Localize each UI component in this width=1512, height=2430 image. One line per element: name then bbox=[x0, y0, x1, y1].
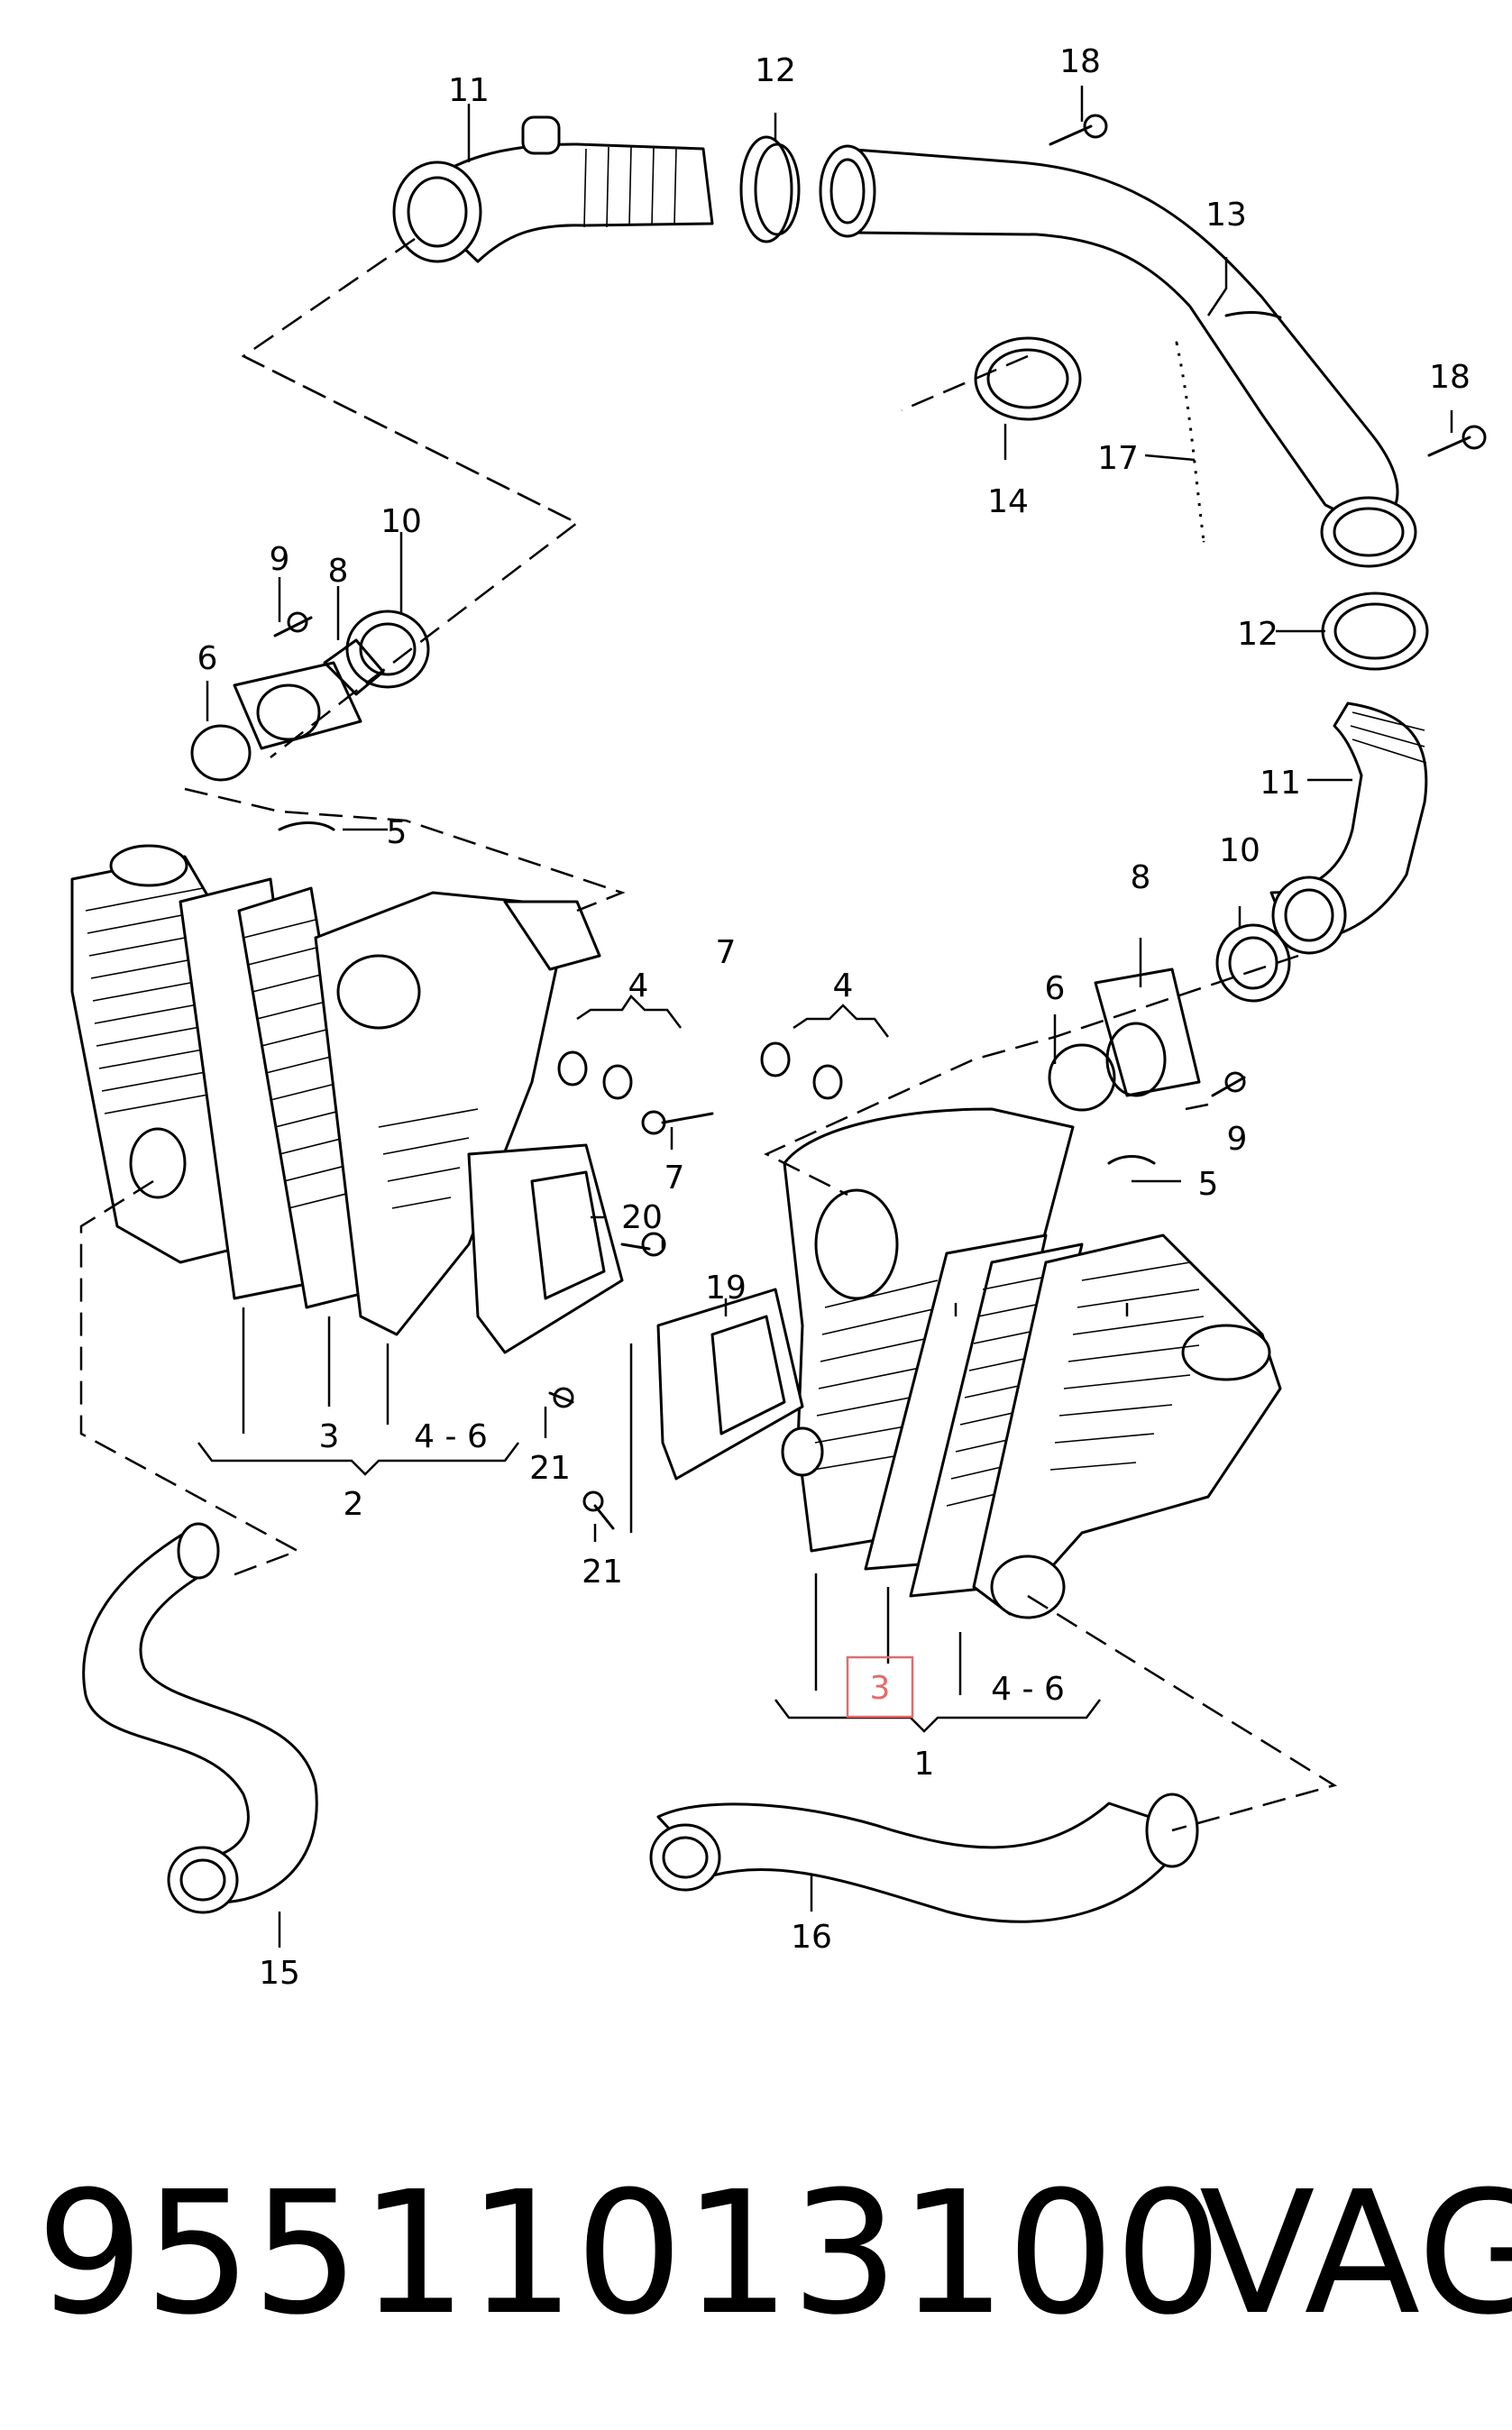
vacuum-hose-17 bbox=[1171, 341, 1209, 543]
callout-labels: 11 12 18 13 18 17 14 12 11 10 9 8 6 5 4 … bbox=[197, 43, 1471, 1992]
callout-7-bottom: 7 bbox=[664, 1160, 685, 1197]
hose-15 bbox=[82, 1522, 318, 1914]
callout-9-right: 9 bbox=[1227, 1121, 1248, 1158]
callout-7-top: 7 bbox=[716, 934, 737, 971]
hose-16 bbox=[649, 1793, 1199, 1923]
hose-clamp-12-top bbox=[739, 135, 801, 243]
bracket-19 bbox=[656, 1288, 804, 1481]
callout-range-left: 4 - 6 bbox=[414, 1418, 488, 1455]
callout-18-top: 18 bbox=[1059, 43, 1101, 80]
callout-8-right: 8 bbox=[1131, 859, 1151, 896]
callout-2: 2 bbox=[344, 1486, 364, 1523]
callout-12-right: 12 bbox=[1237, 616, 1278, 653]
callout-14: 14 bbox=[987, 483, 1029, 520]
intake-duct-upper-left bbox=[392, 115, 714, 263]
callout-3-right-highlighted: 3 bbox=[870, 1670, 891, 1707]
callout-4-right: 4 bbox=[833, 967, 854, 1004]
callout-17: 17 bbox=[1097, 440, 1139, 477]
group-brackets bbox=[197, 995, 1101, 1733]
intake-duct-11-right bbox=[1269, 701, 1428, 955]
callout-13: 13 bbox=[1205, 197, 1247, 234]
callout-10-right: 10 bbox=[1219, 832, 1260, 869]
callout-6-left: 6 bbox=[197, 640, 218, 677]
throttle-flange-left bbox=[190, 610, 430, 782]
callout-11-right: 11 bbox=[1260, 765, 1301, 802]
callout-3-left: 3 bbox=[319, 1418, 340, 1455]
callout-21-upper: 21 bbox=[529, 1450, 571, 1487]
callout-10-left: 10 bbox=[380, 503, 422, 540]
airbox-lower-right bbox=[972, 1233, 1282, 1619]
highlight-box bbox=[846, 1655, 914, 1719]
hose-clamp-14 bbox=[974, 336, 1082, 421]
bracket-20 bbox=[467, 1143, 624, 1354]
callout-20: 20 bbox=[621, 1199, 663, 1236]
callout-19: 19 bbox=[705, 1270, 747, 1307]
brand-name: VAG bbox=[1199, 2155, 1512, 2352]
callout-15: 15 bbox=[259, 1955, 300, 1992]
part-number: 95511013100 bbox=[36, 2155, 1223, 2352]
callout-1: 1 bbox=[914, 1746, 935, 1783]
callout-5-right: 5 bbox=[1198, 1166, 1219, 1203]
callout-range-right: 4 - 6 bbox=[991, 1671, 1065, 1708]
callout-4-left: 4 bbox=[628, 967, 649, 1004]
airbox-upper-left bbox=[314, 891, 601, 1336]
callout-8-left: 8 bbox=[328, 553, 349, 590]
throttle-flange-right bbox=[1048, 923, 1291, 1112]
intake-duct-13 bbox=[819, 144, 1417, 568]
callout-16: 16 bbox=[791, 1919, 832, 1956]
callout-6-right: 6 bbox=[1045, 970, 1066, 1007]
callout-5-left: 5 bbox=[387, 814, 408, 851]
callout-12-top: 12 bbox=[755, 52, 796, 89]
hose-clamp-12-right bbox=[1321, 591, 1429, 671]
leader-lines bbox=[206, 86, 1453, 1948]
callout-18-right: 18 bbox=[1429, 359, 1471, 396]
dashed-routing-lines bbox=[79, 237, 1338, 1832]
fasteners bbox=[273, 114, 1487, 1530]
callout-9-left: 9 bbox=[270, 541, 290, 578]
callout-11-top: 11 bbox=[448, 72, 490, 109]
callout-21-lower: 21 bbox=[582, 1554, 623, 1591]
part-number-footer: 95511013100 VAG bbox=[36, 2146, 1512, 2362]
